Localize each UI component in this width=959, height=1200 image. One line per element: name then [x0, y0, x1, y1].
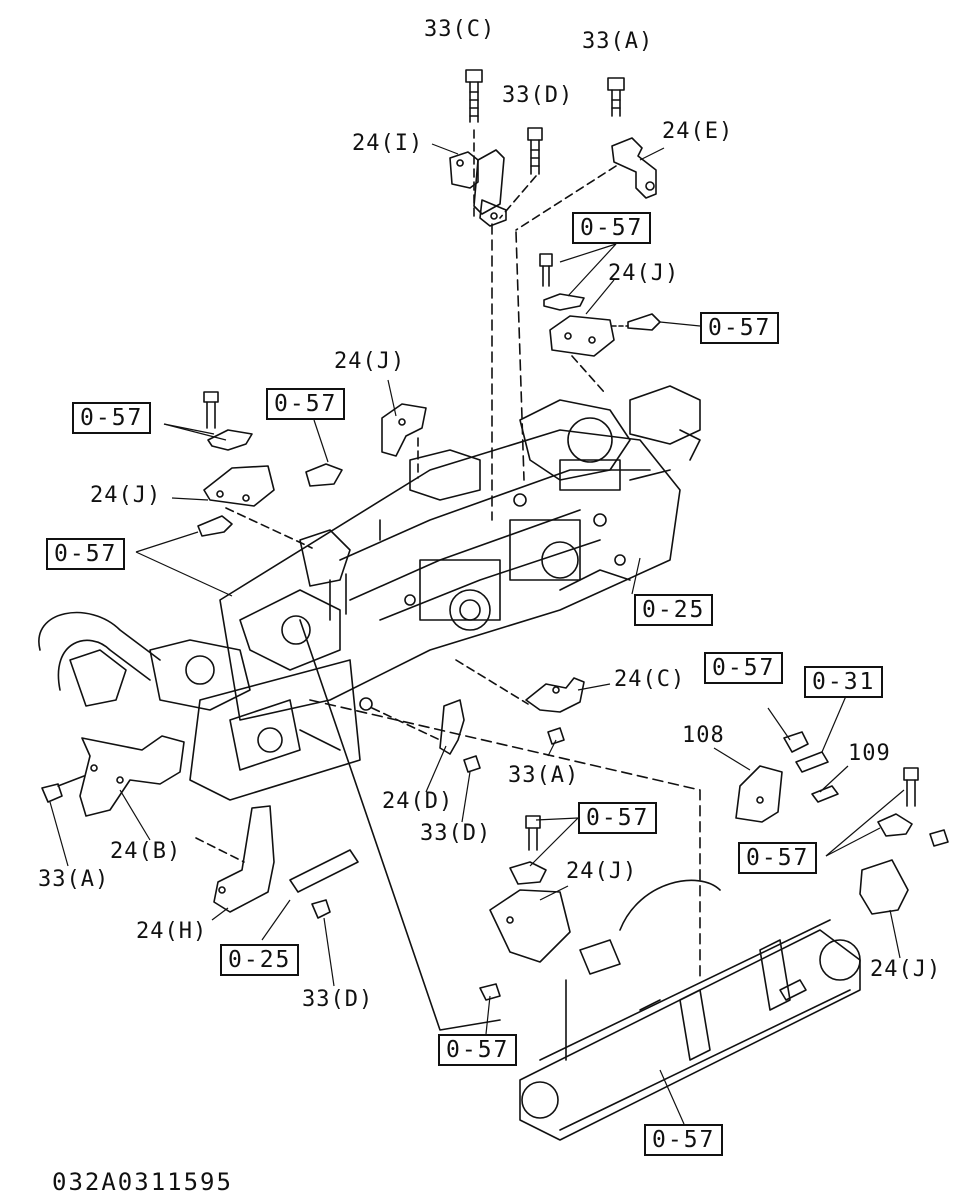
ref-0-25-right[interactable]: 0-25 [634, 594, 714, 626]
ref-0-57-right[interactable]: 0-57 [700, 312, 780, 344]
label-33a-left: 33(A) [38, 867, 110, 892]
label-33d-top: 33(D) [502, 83, 574, 108]
ref-0-57-bottom[interactable]: 0-57 [644, 1124, 724, 1156]
bracket-108 [735, 731, 839, 823]
label-24c: 24(C) [614, 667, 686, 692]
bracket-24j-lower-right [859, 767, 949, 915]
bolt-33c [465, 69, 483, 123]
bracket-24b [41, 735, 185, 817]
label-24b: 24(B) [110, 839, 182, 864]
ref-0-31[interactable]: 0-31 [804, 666, 884, 698]
label-24j-top: 24(J) [608, 261, 680, 286]
label-33c: 33(C) [424, 17, 496, 42]
ref-0-57-bottom-left[interactable]: 0-57 [438, 1034, 518, 1066]
label-33a-top: 33(A) [582, 29, 654, 54]
bracket-24i [449, 149, 507, 227]
bracket-24c [525, 677, 585, 745]
bolt-33d-top [527, 127, 543, 175]
ref-0-57-top[interactable]: 0-57 [572, 212, 652, 244]
bolt-33a-top [607, 77, 625, 117]
bracket-24e [611, 137, 657, 199]
ref-0-57-far-right[interactable]: 0-57 [738, 842, 818, 874]
label-24j-low: 24(J) [566, 859, 638, 884]
egr-cooler [519, 879, 861, 1141]
label-24d: 24(D) [382, 789, 454, 814]
ref-0-25-bottom[interactable]: 0-25 [220, 944, 300, 976]
label-24j-right: 24(J) [870, 957, 942, 982]
ref-0-57-mid[interactable]: 0-57 [578, 802, 658, 834]
bracket-24d [359, 697, 481, 773]
bracket-24j-left [197, 391, 275, 537]
bracket-24j-lower-center [479, 815, 571, 1001]
bracket-24j-center [305, 403, 427, 487]
label-24j-left: 24(J) [90, 483, 162, 508]
lower-housing-left [189, 659, 361, 801]
bracket-24h [213, 805, 359, 919]
egr-valve-top [519, 385, 701, 491]
label-33d-low: 33(D) [302, 987, 374, 1012]
egr-pipe-left [38, 589, 341, 711]
ref-0-57-108[interactable]: 0-57 [704, 652, 784, 684]
label-24i: 24(I) [352, 131, 424, 156]
bracket-24j-upper-right [539, 253, 661, 357]
label-33a-mid: 33(A) [508, 763, 580, 788]
ref-0-57-left[interactable]: 0-57 [72, 402, 152, 434]
label-24h: 24(H) [136, 919, 208, 944]
ref-0-57-lower-left[interactable]: 0-57 [46, 538, 126, 570]
label-108: 108 [682, 723, 725, 748]
label-109: 109 [848, 741, 891, 766]
label-24j-mid: 24(J) [334, 349, 406, 374]
label-24e: 24(E) [662, 119, 734, 144]
diagram-code: 032A0311595 [52, 1168, 233, 1196]
label-33d-mid: 33(D) [420, 821, 492, 846]
ref-0-57-center[interactable]: 0-57 [266, 388, 346, 420]
